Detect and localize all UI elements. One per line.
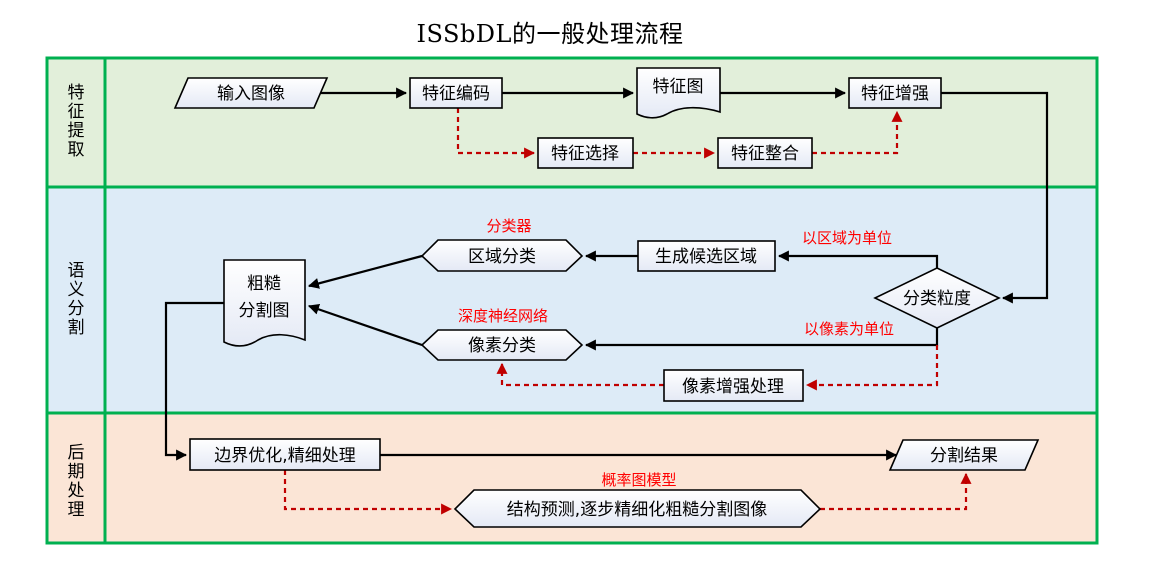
connectors: [164, 87, 1049, 515]
process-shape: [848, 77, 942, 109]
node-label: 生成候选区域: [655, 247, 757, 267]
node-label: 分类粒度: [903, 289, 971, 309]
edge-boundary-to-struct: [283, 470, 453, 515]
node-coarse-segmentation-map[interactable]: 粗糙 分割图: [223, 259, 306, 347]
lane-label-char: 理: [68, 500, 85, 520]
node-feature-select[interactable]: 特征选择: [537, 137, 634, 169]
process-shape: [717, 137, 813, 169]
node-pixel-classify[interactable]: 像素分类: [420, 329, 584, 361]
node-label: 区域分类: [468, 247, 536, 267]
lane-label-post: 后 期 处 理: [68, 443, 85, 520]
edge-enhance-to-granularity: [941, 91, 1049, 304]
edge-pixel-to-coarse: [307, 304, 423, 347]
lane-label-feature: 特 征 提 取: [68, 83, 85, 160]
edge-region-to-coarse: [307, 254, 423, 289]
node-label: 像素增强处理: [682, 377, 784, 397]
node-label-line1: 粗糙: [247, 274, 281, 294]
lane-label-char: 义: [68, 280, 85, 300]
node-generate-candidates[interactable]: 生成候选区域: [637, 240, 776, 272]
lane-label-char: 处: [68, 481, 85, 501]
node-label: 特征图: [653, 77, 704, 97]
node-feature-integrate[interactable]: 特征整合: [717, 137, 813, 169]
node-feature-enhance[interactable]: 特征增强: [848, 77, 942, 109]
edge-encoding-to-select: [456, 108, 536, 159]
lane-label-char: 取: [68, 140, 85, 160]
node-pixel-enhance[interactable]: 像素增强处理: [663, 369, 804, 402]
process-shape: [537, 137, 634, 169]
node-label: 特征整合: [731, 144, 799, 164]
document-shape: [223, 259, 306, 347]
edge-struct-to-result: [820, 472, 972, 511]
lane-frame: [45, 56, 1099, 545]
lane-label-char: 提: [68, 121, 85, 141]
node-label: 像素分类: [468, 336, 536, 356]
node-boundary-optimization[interactable]: 边界优化,精细处理: [189, 438, 381, 471]
lane-label-semantic: 语 义 分 割: [68, 261, 85, 338]
lane-label-char: 分: [68, 299, 85, 319]
document-shape: [636, 67, 721, 119]
process-shape: [637, 240, 776, 272]
preparation-shape: [453, 489, 822, 528]
node-input-image[interactable]: 输入图像: [173, 77, 329, 109]
node-structured-prediction[interactable]: 结构预测,逐步精细化粗糙分割图像: [453, 489, 822, 528]
process-shape: [189, 438, 381, 471]
node-segmentation-result[interactable]: 分割结果: [888, 439, 1040, 471]
annotation-by-pixel: 以像素为单位: [804, 320, 894, 338]
lane-label-char: 特: [68, 83, 85, 103]
node-label: 输入图像: [217, 84, 285, 104]
edge-pixel-enhance-to-pixel: [496, 362, 664, 387]
node-label: 特征选择: [551, 144, 619, 164]
parallelogram-shape: [173, 77, 329, 109]
edge-coarse-to-boundary: [164, 301, 224, 461]
node-classification-granularity[interactable]: 分类粒度: [873, 267, 1001, 329]
lane-label-char: 征: [68, 102, 85, 122]
node-label: 分割结果: [930, 446, 998, 466]
node-label: 特征增强: [861, 84, 929, 104]
node-label: 特征编码: [422, 84, 490, 104]
decision-shape: [873, 267, 1001, 329]
annotation-dnn: 深度神经网络: [458, 307, 548, 325]
annotation-probabilistic-graph-model: 概率图模型: [601, 471, 676, 489]
parallelogram-shape: [888, 439, 1040, 471]
node-label: 结构预测,逐步精细化粗糙分割图像: [507, 500, 767, 520]
lane-label-char: 语: [68, 261, 85, 281]
diagram-title: ISSbDL的一般处理流程: [416, 20, 684, 48]
lane-label-char: 后: [68, 443, 85, 463]
node-label: 边界优化,精细处理: [214, 446, 355, 466]
process-shape: [409, 77, 503, 109]
node-feature-encoding[interactable]: 特征编码: [409, 77, 503, 109]
annotation-classifier: 分类器: [486, 217, 531, 235]
node-label-line2: 分割图: [239, 301, 290, 321]
lane-label-char: 期: [68, 462, 85, 482]
lane-label-char: 割: [68, 318, 85, 338]
node-feature-map[interactable]: 特征图: [636, 67, 721, 119]
preparation-shape: [420, 239, 584, 272]
annotation-by-region: 以区域为单位: [802, 229, 892, 247]
edge-integrate-to-enhance: [812, 110, 903, 155]
node-region-classify[interactable]: 区域分类: [420, 239, 584, 272]
process-shape: [663, 369, 804, 402]
preparation-shape: [420, 329, 584, 361]
edge-granularity-to-candidate: [777, 250, 939, 268]
edge-granularity-to-pixel-enhance: [805, 345, 939, 391]
